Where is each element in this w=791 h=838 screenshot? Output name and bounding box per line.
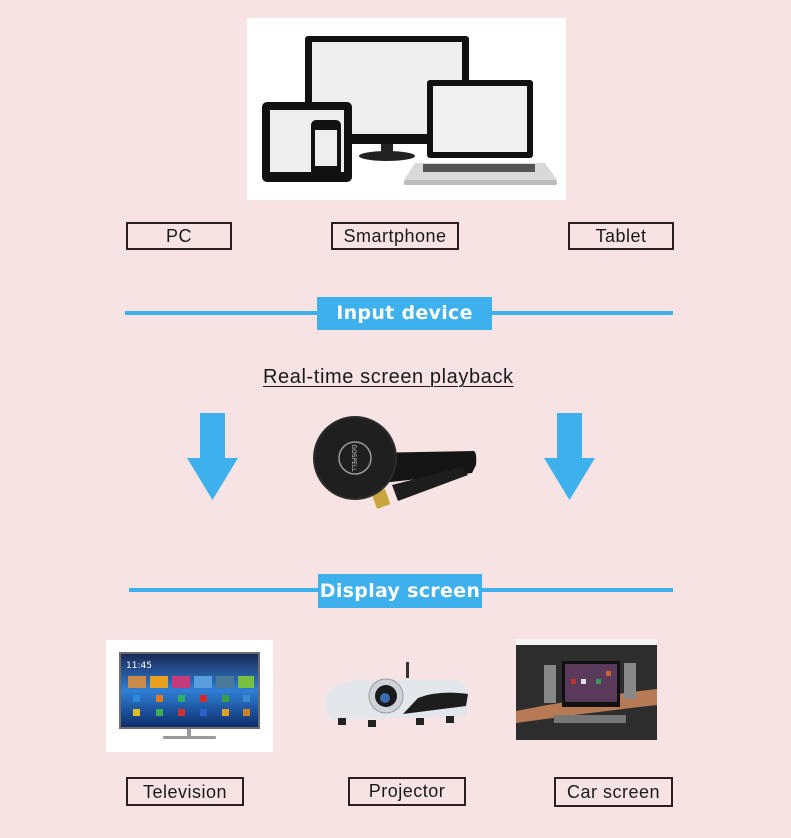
divider-line-left — [125, 311, 318, 315]
divider-line-right — [491, 311, 673, 315]
svg-text:11:45: 11:45 — [126, 661, 152, 671]
dongle-illustration: GOSPELL — [313, 416, 477, 509]
projector-photo — [318, 658, 473, 733]
dongle-brand: GOSPELL — [350, 444, 357, 472]
input-device-heading: Input device — [317, 297, 492, 330]
car-screen-photo — [516, 639, 657, 740]
dongle-logo-ring — [338, 441, 372, 475]
arrow-down-icon — [544, 413, 595, 500]
playback-subtitle: Real-time screen playback — [263, 366, 514, 388]
label-pc: PC — [126, 222, 232, 250]
devices-illustration — [262, 36, 557, 185]
display-screen-heading: Display screen — [318, 574, 482, 608]
television-photo: 11:45 — [106, 640, 273, 752]
car-screen-icon — [516, 639, 657, 740]
input-devices-photo — [247, 18, 566, 200]
label-television: Television — [126, 777, 244, 806]
smartphone-icon — [311, 120, 341, 176]
label-smartphone: Smartphone — [331, 222, 459, 250]
arrow-down-icon — [187, 413, 238, 500]
projector-icon — [325, 662, 468, 727]
label-car-screen: Car screen — [554, 777, 673, 807]
television-icon: 11:45 — [119, 652, 260, 739]
label-projector: Projector — [348, 777, 466, 806]
divider-line-right — [481, 588, 673, 592]
label-tablet: Tablet — [568, 222, 674, 250]
divider-line-left — [129, 588, 319, 592]
laptop-icon — [404, 80, 557, 185]
wireless-display-dongle: GOSPELL — [312, 415, 480, 515]
